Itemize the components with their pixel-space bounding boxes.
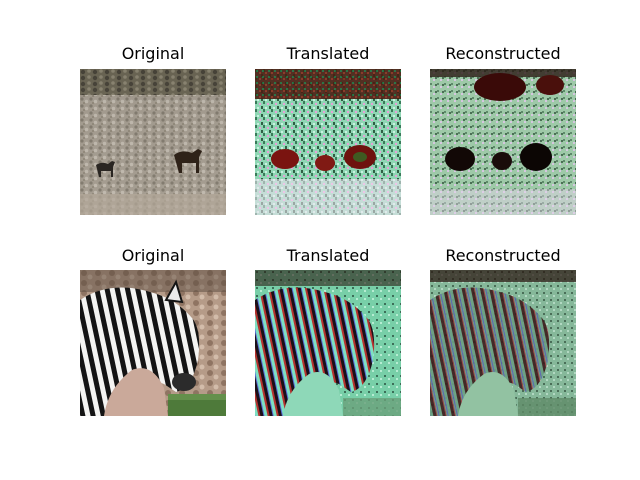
row1-original-title: Original: [121, 44, 185, 63]
row2-original-title: Original: [121, 246, 185, 265]
row2-reconstructed-title: Reconstructed: [445, 246, 561, 265]
row2-reconstructed-image: [430, 270, 576, 416]
row1-translated-title: Translated: [286, 44, 370, 63]
row1-reconstructed-title: Reconstructed: [445, 44, 561, 63]
row2-original-image: [80, 270, 226, 416]
row2-translated-image: [255, 270, 401, 416]
row1-reconstructed-image: [430, 69, 576, 215]
row1-original-image: [80, 69, 226, 215]
row1-translated-image: [255, 69, 401, 215]
row2-translated-title: Translated: [286, 246, 370, 265]
